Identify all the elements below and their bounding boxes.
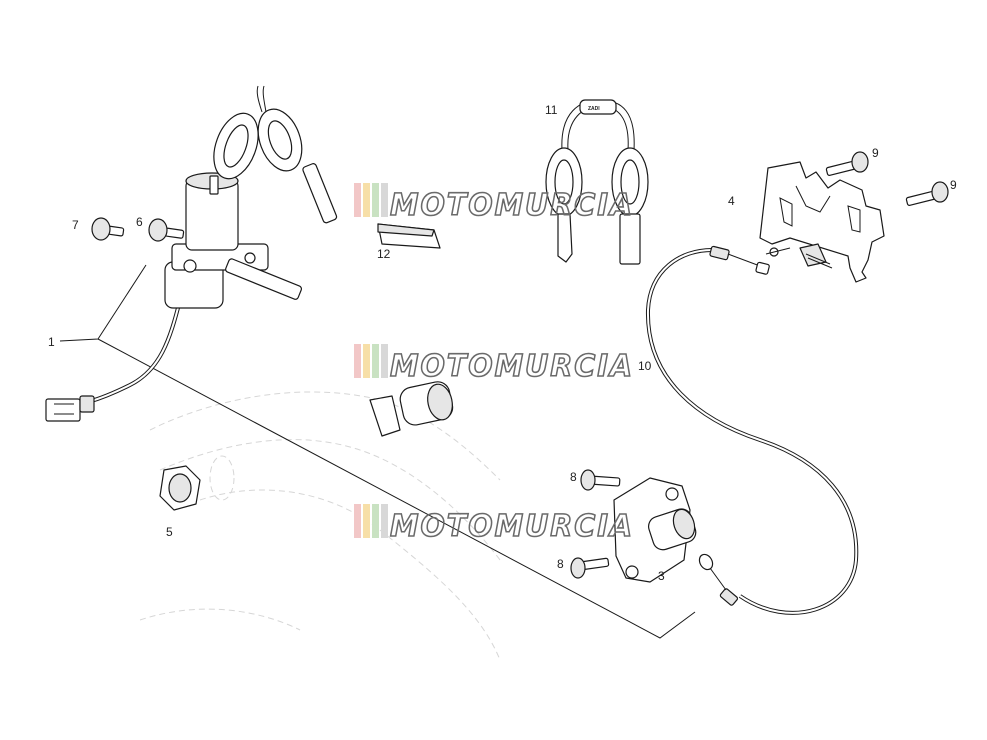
callout-3: 3 (658, 569, 665, 583)
watermark-stripe (354, 183, 361, 217)
watermark-middle: MOTOMURCIA (354, 344, 634, 385)
part-1-ignition-switch (45, 172, 303, 422)
watermark-bottom: MOTOMURCIA (354, 504, 634, 545)
part-9-screw-upper (825, 151, 869, 176)
callout-8-lower: 8 (557, 557, 564, 571)
part-1-keys (209, 85, 338, 224)
watermark-stripe (363, 504, 370, 538)
callout-11: 11 (545, 103, 558, 117)
callout-4: 4 (728, 194, 735, 208)
callout-6: 6 (136, 215, 143, 229)
watermark-text: MOTOMURCIA (390, 349, 634, 384)
callout-8-upper: 8 (570, 470, 577, 484)
watermark-text: MOTOMURCIA (390, 509, 634, 544)
watermark-stripe (381, 183, 388, 217)
callout-labels: 1 3 4 5 6 7 8 8 9 9 10 11 12 (48, 103, 957, 583)
leader-1-b (97, 338, 696, 639)
watermark-stripe (372, 183, 379, 217)
callout-12: 12 (377, 247, 391, 261)
watermark-text: MOTOMURCIA (390, 188, 634, 223)
part-6-screw (148, 218, 185, 242)
callout-9-lower: 9 (950, 178, 957, 192)
key-brand-label: ZADI (588, 106, 600, 112)
watermark-top: MOTOMURCIA (354, 183, 634, 224)
callout-7: 7 (72, 218, 79, 232)
leader-1-a (59, 264, 147, 342)
watermark-stripe (363, 344, 370, 378)
callout-5: 5 (166, 525, 173, 539)
part-7-screw (91, 217, 125, 241)
callout-1: 1 (48, 335, 55, 349)
watermark-stripe (354, 344, 361, 378)
callout-10: 10 (638, 359, 652, 373)
part-8-screw-lower (570, 557, 610, 579)
part-4-latch-bracket (759, 161, 885, 283)
part-5-nut (159, 465, 201, 511)
callout-9-upper: 9 (872, 146, 879, 160)
lock-cylinder-part (369, 381, 454, 437)
watermark-stripe (372, 504, 379, 538)
part-11-keys: ZADI (545, 99, 649, 265)
part-3-lock-housing (613, 477, 697, 583)
part-8-screw-upper (580, 469, 621, 491)
watermark-stripe (381, 344, 388, 378)
part-12-cap (377, 223, 441, 249)
leader-lines (59, 264, 696, 639)
watermark-stripe (381, 504, 388, 538)
part-9-screw-lower (905, 181, 949, 206)
background-frame-outline (139, 391, 501, 661)
watermark-stripe (363, 183, 370, 217)
watermark-stripe (354, 504, 361, 538)
watermark-stripe (372, 344, 379, 378)
part-10-cable (645, 245, 859, 615)
